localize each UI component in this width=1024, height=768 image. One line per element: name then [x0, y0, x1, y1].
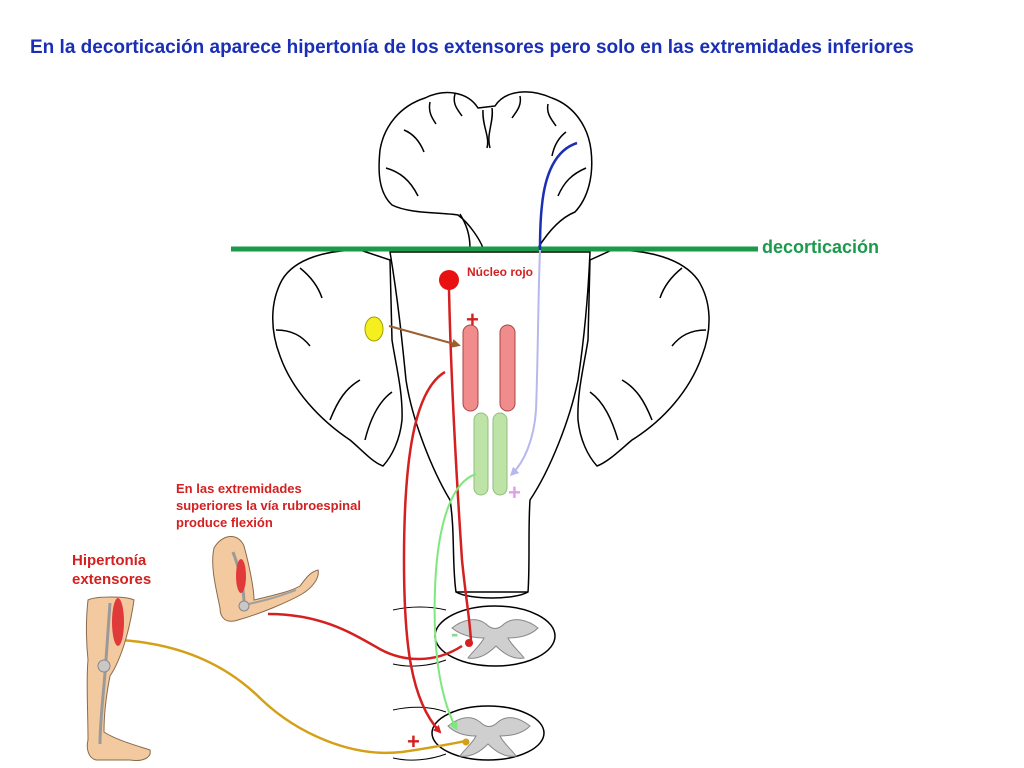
bent-arm-icon	[212, 536, 319, 622]
flexor-motor-output	[267, 612, 463, 661]
red-nucleus-label: Núcleo rojo	[467, 265, 534, 279]
slide-title: En la decorticación aparece hipertonía d…	[30, 37, 914, 58]
rubrospinal-pathway	[447, 289, 473, 643]
extensor-motor-output	[119, 638, 467, 755]
rubrospinal-terminal	[465, 639, 473, 647]
spinal-cord-section-lower-icon	[392, 705, 545, 761]
upper-limb-label-line: produce flexión	[176, 515, 273, 530]
inhibitory-sign-green: -	[451, 621, 459, 646]
extensor-hypertonia-label: Hipertonía extensores	[72, 551, 151, 589]
upper-limb-flexion-label: En las extremidades superiores la vía ru…	[176, 480, 361, 531]
brainstem-cerebellum-icon	[272, 249, 710, 599]
excitatory-sign-red-top: +	[466, 307, 479, 332]
vestibular-columns	[473, 412, 508, 496]
decortication-label: decorticación	[762, 237, 880, 257]
excitatory-sign-pink: +	[508, 480, 521, 505]
corticospinal-pathway	[538, 141, 578, 251]
upper-limb-label-line: superiores la vía rubroespinal	[176, 498, 361, 513]
yellow-nucleus	[364, 316, 384, 342]
excitatory-sign-red-bottom: +	[407, 729, 420, 754]
spinal-cord-section-upper-icon	[392, 605, 556, 667]
hypertonia-label-line: Hipertonía	[72, 552, 147, 569]
extensor-terminal	[462, 738, 470, 746]
red-nucleus-columns	[462, 324, 516, 412]
vestibulospinal-pathway	[433, 473, 477, 731]
brown-arrow	[388, 325, 461, 348]
rubrospinal-lower-branch	[402, 370, 446, 734]
leg-icon	[86, 596, 151, 761]
brain-section-icon	[378, 91, 593, 249]
upper-limb-label-line: En las extremidades	[176, 481, 302, 496]
lavender-pathway	[509, 249, 541, 477]
red-nucleus-dot	[439, 270, 459, 290]
hypertonia-label-line: extensores	[72, 571, 152, 588]
